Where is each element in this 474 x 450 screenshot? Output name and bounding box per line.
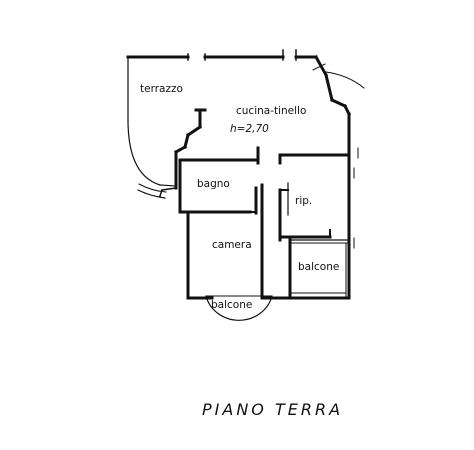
top-wall: [126, 49, 329, 78]
label-rip: rip.: [295, 195, 312, 207]
bagno-room-walls: [178, 146, 260, 215]
terrazzo-inner-wall: [159, 108, 207, 197]
balcone-bottom-outline: [205, 295, 273, 321]
rip-room-walls: [278, 153, 351, 242]
plan-title: PIANO TERRA: [202, 400, 343, 419]
label-bagno: bagno: [197, 178, 230, 190]
label-camera: camera: [212, 239, 252, 251]
window-upper-right: [312, 63, 365, 89]
terrazzo-outline: [127, 56, 177, 199]
label-balcone-right: balcone: [298, 261, 339, 273]
right-wall: [324, 73, 359, 300]
label-terrazzo: terrazzo: [140, 83, 183, 95]
label-balcone-bottom: balcone: [211, 299, 252, 311]
balcone-right-outline: [289, 239, 350, 297]
label-ceiling-height: h=2,70: [230, 123, 269, 135]
label-cucina-tinello: cucina-tinello: [236, 105, 306, 117]
